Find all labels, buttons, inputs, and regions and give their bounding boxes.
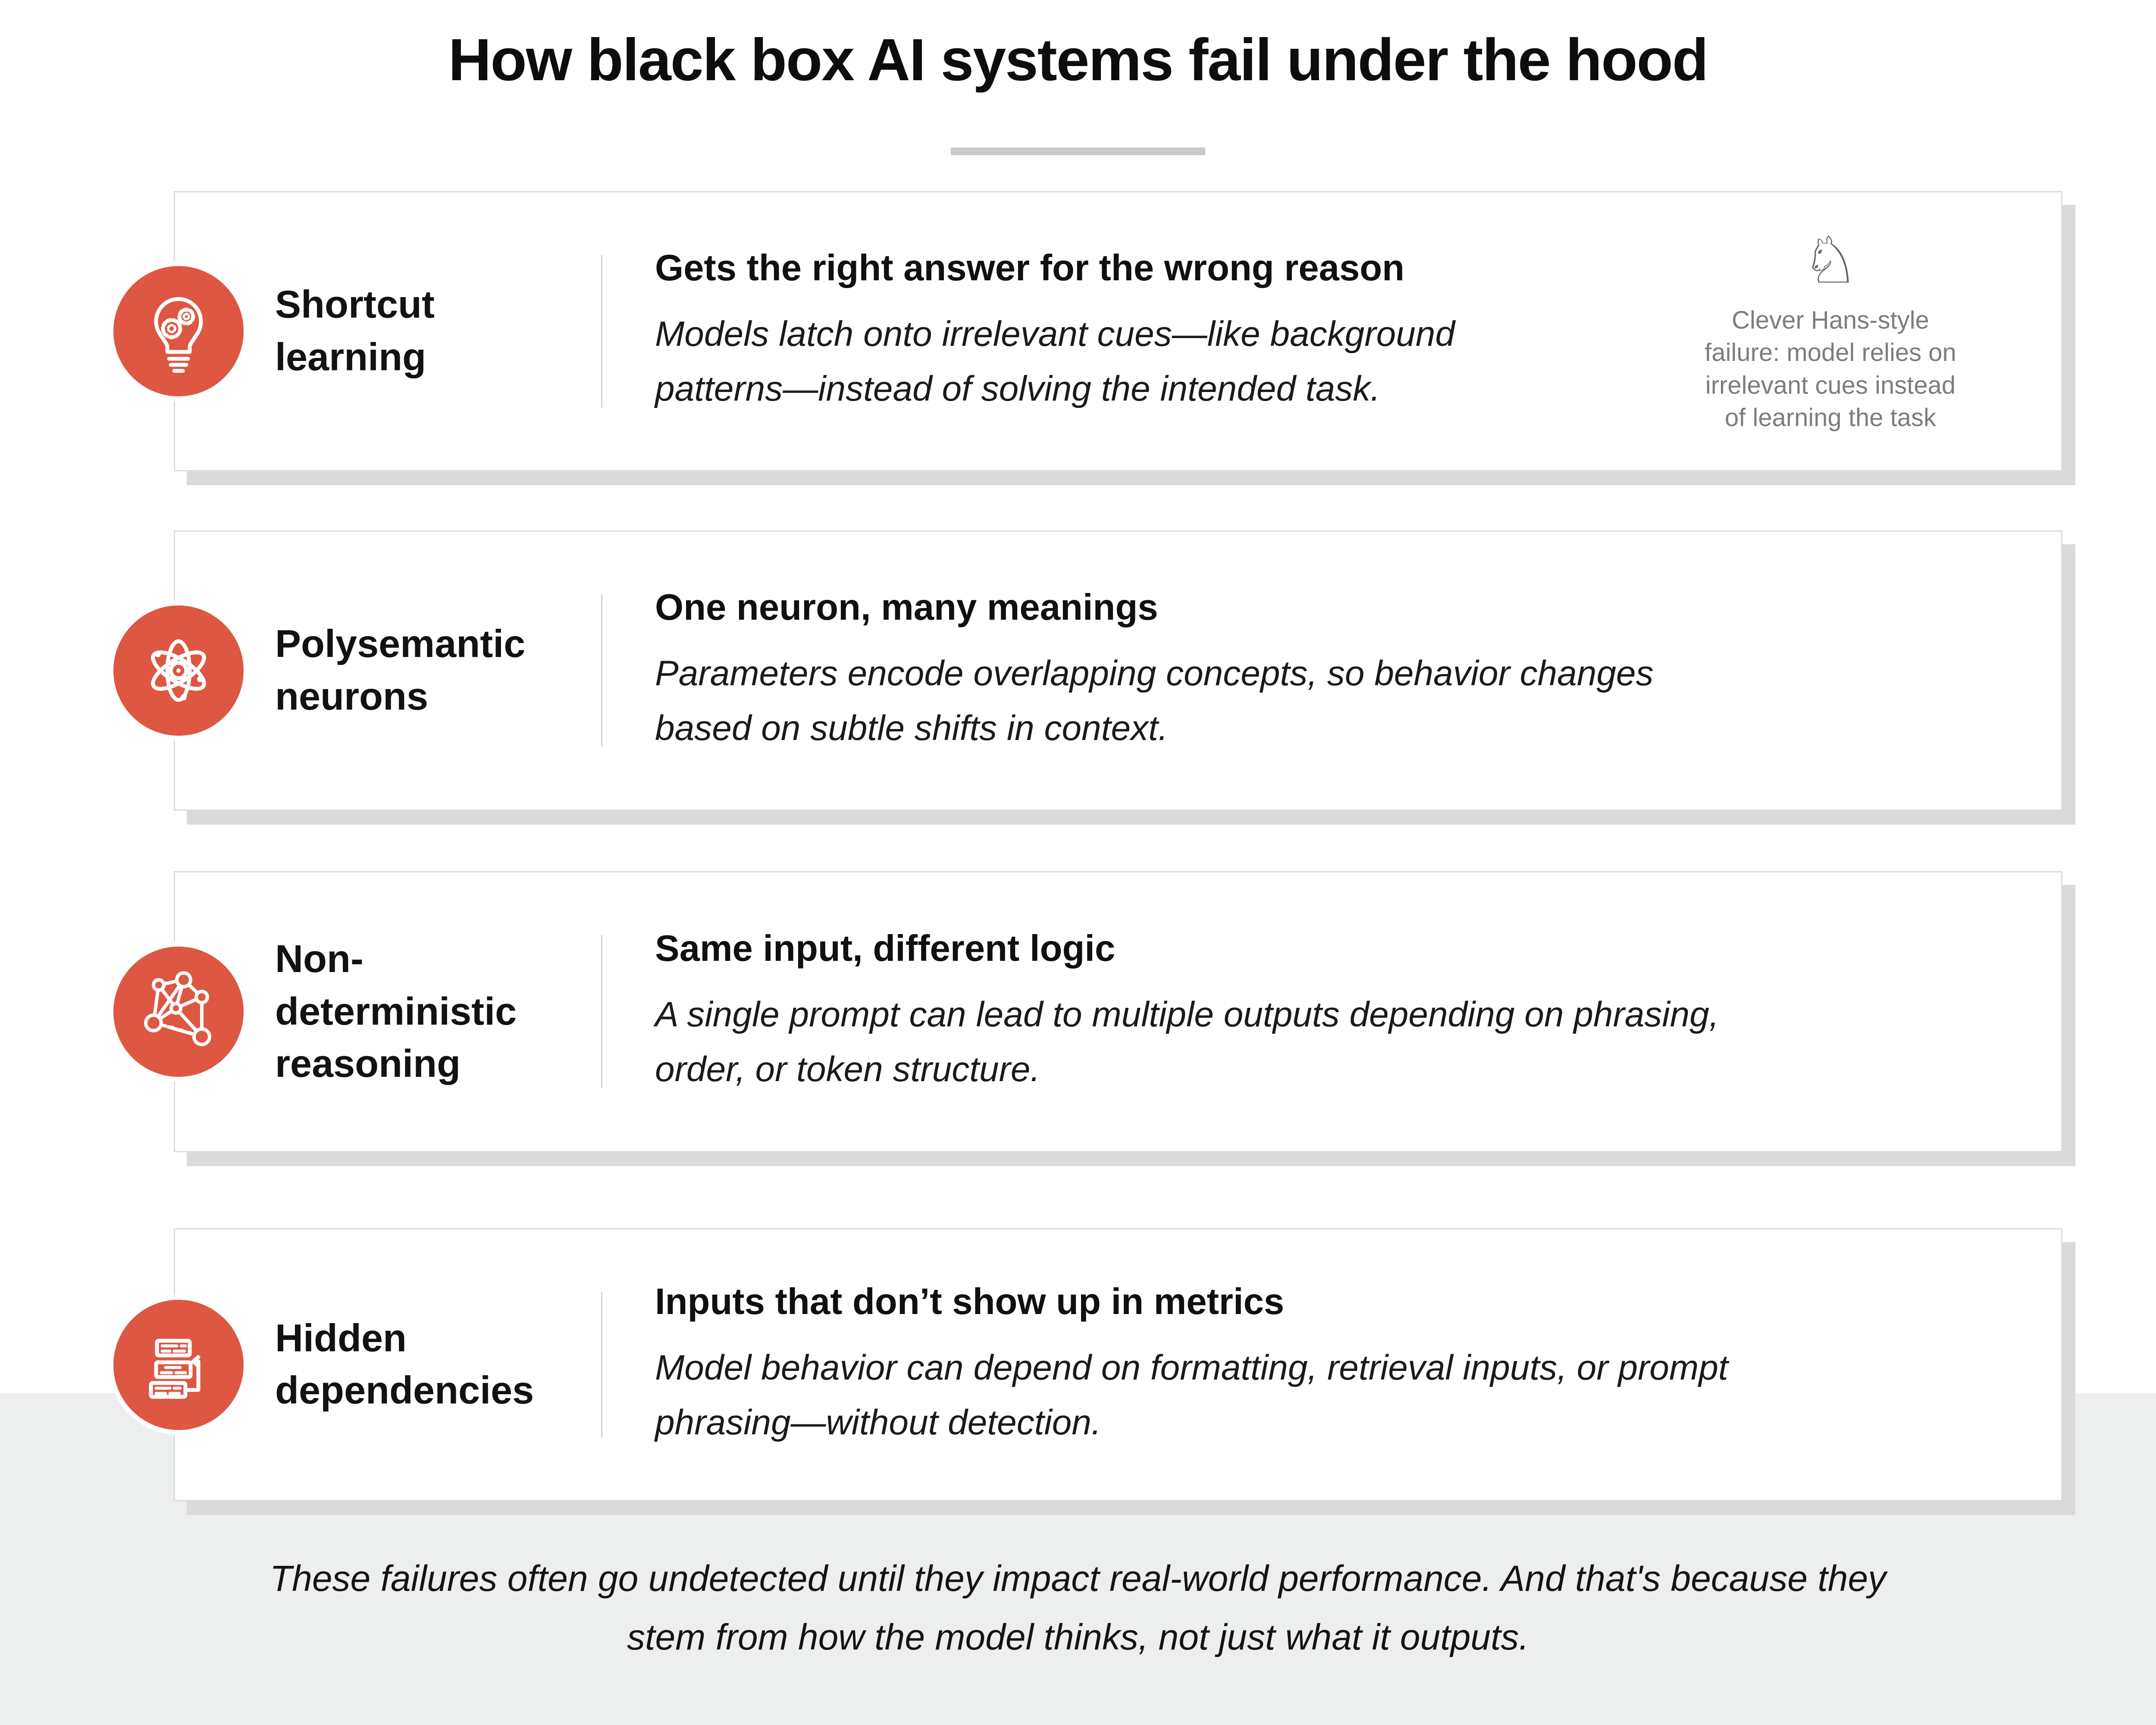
card-heading: One neuron, many meanings: [655, 586, 1158, 628]
atom-icon: [135, 627, 222, 714]
shortcut-learning-icon-badge: [109, 261, 248, 401]
label-divider: [601, 935, 602, 1088]
label-divider: [601, 255, 602, 408]
chess-knight-icon: ♘: [1801, 223, 1860, 298]
label-divider: [601, 1292, 602, 1437]
polysemantic-neurons-icon-badge: [109, 601, 248, 740]
card-polysemantic-neurons: Polysemantic neurons One neuron, many me…: [109, 530, 2062, 811]
card-heading: Gets the right answer for the wrong reas…: [655, 247, 1405, 289]
card-label: Shortcut learning: [275, 283, 435, 379]
network-nodes-icon: [135, 969, 222, 1055]
page-title: How black box AI systems fail under the …: [448, 27, 1708, 93]
card-label: Hidden dependencies: [275, 1317, 534, 1412]
card-content: One neuron, many meanings Parameters enc…: [655, 586, 1905, 756]
non-deterministic-icon-badge: [109, 942, 248, 1082]
side-note-text: Clever Hans-style failure: model relies …: [1705, 306, 1956, 432]
card-body: Model behavior can depend on formatting,…: [655, 1348, 1728, 1442]
card-hidden-dependencies: Hidden dependencies Inputs that don’t sh…: [109, 1228, 2062, 1501]
hidden-dependencies-icon-badge: [109, 1295, 248, 1435]
card-shortcut-learning: Shortcut learning Gets the right answer …: [109, 191, 2062, 471]
footer-takeaway-text: These failures often go undetected until…: [270, 1558, 1887, 1658]
card-content: Gets the right answer for the wrong reas…: [655, 246, 1660, 416]
card-body: Models latch onto irrelevant cues—like b…: [655, 314, 1455, 408]
clever-hans-side-note: ♘ Clever Hans-style failure: model relie…: [1641, 228, 2020, 434]
title-divider: [951, 147, 1205, 155]
stacked-documents-arrow-icon: [135, 1322, 222, 1408]
card-content: Same input, different logic A single pro…: [655, 927, 1996, 1097]
card-label: Polysemantic neurons: [275, 622, 526, 718]
card-non-deterministic-reasoning: Non- deterministic reasoning Same input,…: [109, 871, 2062, 1152]
card-content: Inputs that don’t show up in metrics Mod…: [655, 1280, 1996, 1449]
card-body: A single prompt can lead to multiple out…: [655, 994, 1719, 1089]
card-heading: Same input, different logic: [655, 928, 1116, 969]
label-divider: [601, 594, 602, 747]
lightbulb-gears-icon: [135, 288, 222, 374]
card-label: Non- deterministic reasoning: [275, 937, 517, 1085]
card-heading: Inputs that don’t show up in metrics: [655, 1281, 1285, 1322]
card-body: Parameters encode overlapping concepts, …: [655, 653, 1654, 748]
